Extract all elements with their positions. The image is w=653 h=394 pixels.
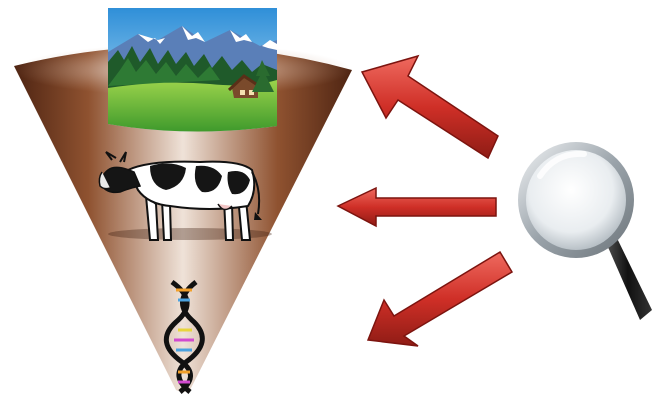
- magnifying-glass-icon: [518, 142, 652, 320]
- arrow-to-landscape: [362, 56, 498, 158]
- arrow-to-dna: [368, 252, 512, 346]
- arrow-to-cow: [338, 188, 496, 226]
- landscape-icon: [108, 8, 277, 132]
